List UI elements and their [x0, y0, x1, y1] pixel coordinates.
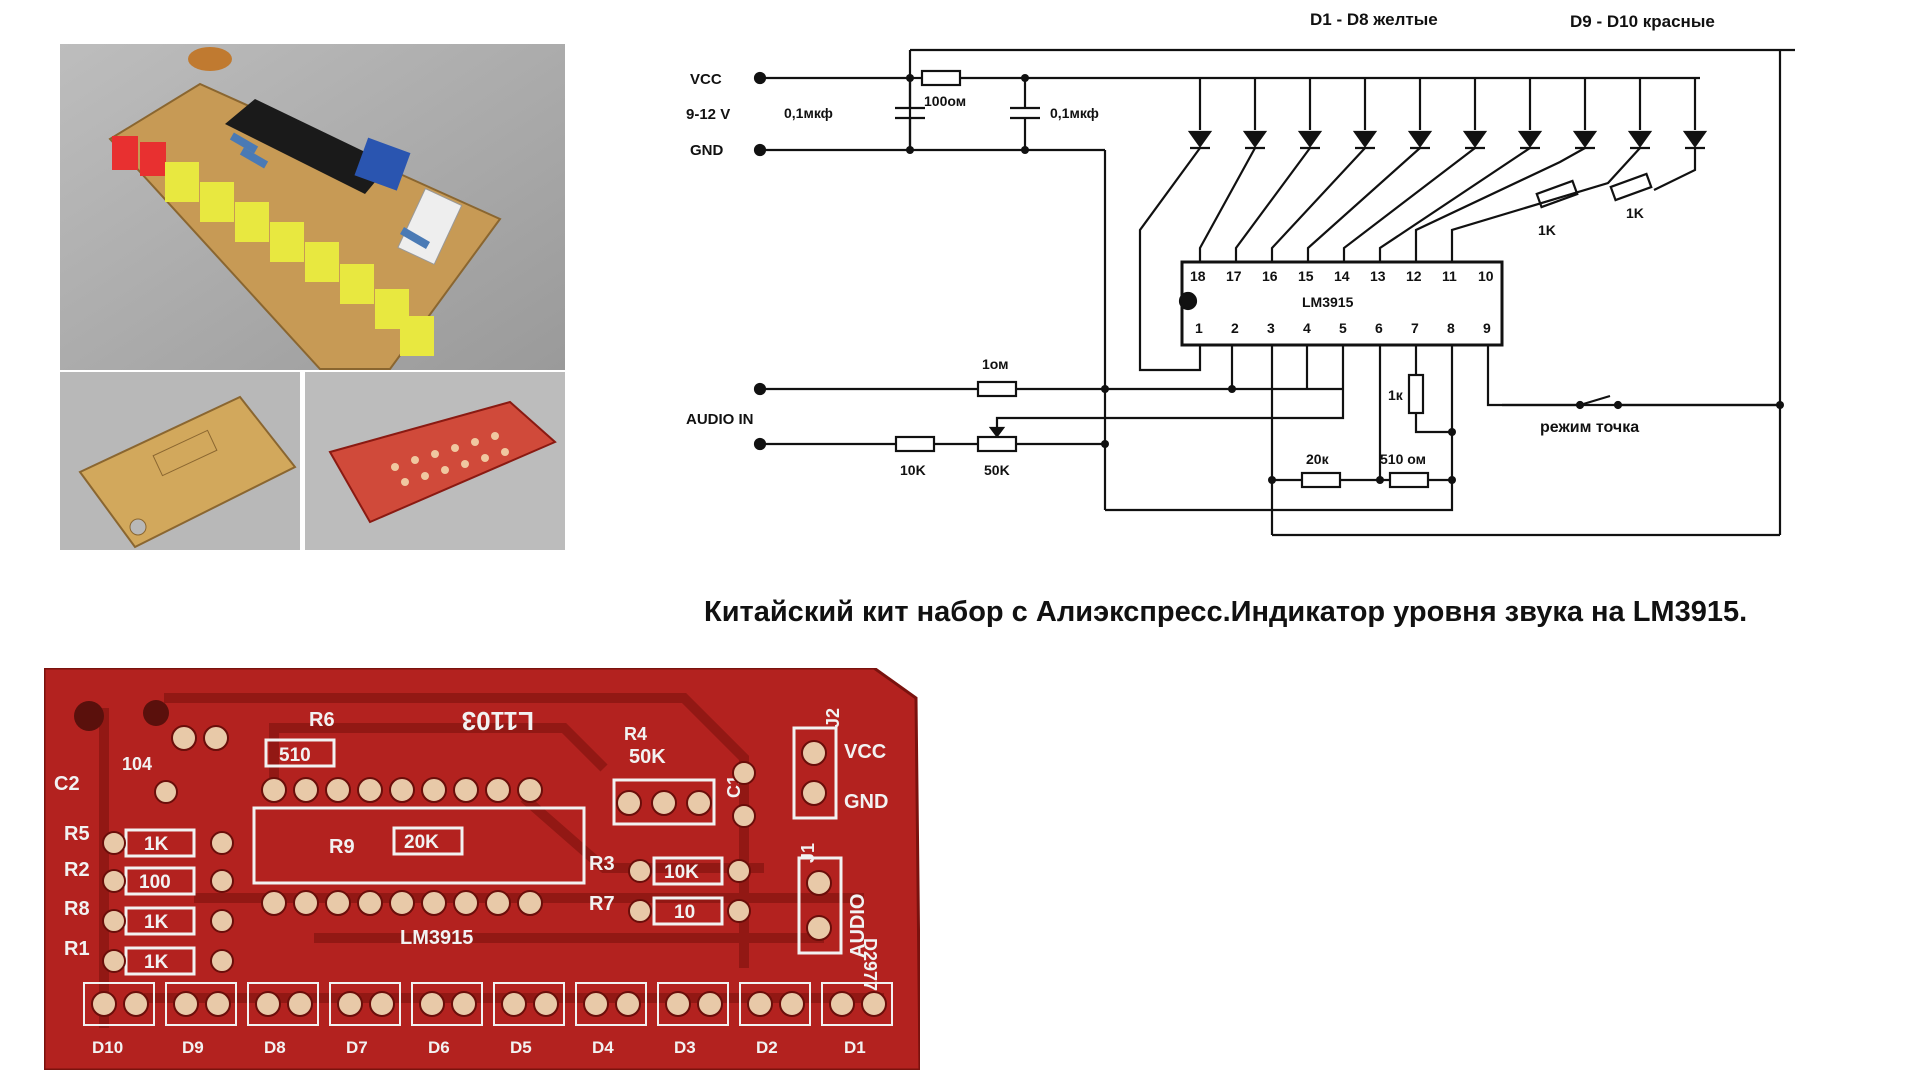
- pcb-c2: C2: [54, 773, 80, 795]
- pcb-r2: R2: [64, 859, 90, 881]
- res-10k-label: 10K: [900, 462, 926, 478]
- res-1k-b-label: 1K: [1626, 205, 1644, 221]
- pcb-j2: J2: [823, 708, 843, 728]
- res-510-label: 510 ом: [1380, 451, 1426, 467]
- pin-8: 8: [1447, 320, 1455, 336]
- pot-50k-label: 50K: [984, 462, 1010, 478]
- audio-in-label: AUDIO IN: [686, 411, 754, 428]
- pcb-led-d9: D9: [182, 1038, 204, 1057]
- pcb-led-d4: D4: [592, 1038, 614, 1057]
- red-led-1: [112, 136, 138, 170]
- pin-5: 5: [1339, 320, 1347, 336]
- pcb-j1: J1: [798, 843, 818, 863]
- pcb-r6: R6: [309, 709, 335, 731]
- pcb-led-d2: D2: [756, 1038, 778, 1057]
- pcb-r7-val: 10: [674, 902, 695, 923]
- res-1om-label: 1ом: [982, 356, 1009, 372]
- pcb-r3-val: 10K: [664, 862, 699, 883]
- pcb-led-d3: D3: [674, 1038, 696, 1057]
- pin-14: 14: [1334, 268, 1350, 284]
- yellow-led-8: [400, 316, 434, 356]
- pcb-vcc: VCC: [844, 741, 886, 763]
- pin-9: 9: [1483, 320, 1491, 336]
- pcb-marking: L1103: [462, 706, 534, 736]
- pcb-chip: LM3915: [400, 927, 473, 949]
- pcb-led-d8: D8: [264, 1038, 286, 1057]
- pin-7: 7: [1411, 320, 1419, 336]
- pcb-led-d1: D1: [844, 1038, 866, 1057]
- pcb-gnd: GND: [844, 791, 888, 813]
- pcb-audio: AUDIO: [847, 894, 869, 958]
- pcb-r9: R9: [329, 836, 355, 858]
- pcb-r3: R3: [589, 853, 615, 875]
- pin-3: 3: [1267, 320, 1275, 336]
- circuit-schematic: D1 - D8 желтые D9 - D10 красные VCC 9-12…: [660, 0, 1820, 545]
- voltage-label: 9-12 V: [686, 106, 730, 123]
- pin-11: 11: [1442, 268, 1457, 284]
- pin-16: 16: [1262, 268, 1278, 284]
- yellow-led-2: [200, 182, 234, 222]
- pcb-r6-val: 510: [279, 745, 311, 766]
- pin-1: 1: [1195, 320, 1203, 336]
- led-note-red: D9 - D10 красные: [1570, 12, 1715, 31]
- pcb-layout-photo: R6 L1103 R4 50K J2 VCC GND C2 104 C1 R5 …: [42, 666, 922, 1072]
- red-led-2: [140, 142, 166, 176]
- led-note-yellow: D1 - D8 желтые: [1310, 10, 1438, 29]
- pcb-r7: R7: [589, 893, 615, 915]
- chip-label: LM3915: [1302, 294, 1354, 310]
- pin-6: 6: [1375, 320, 1383, 336]
- pcb-r5-val: 1K: [144, 834, 169, 855]
- pcb-r2-val: 100: [139, 872, 171, 893]
- pin-15: 15: [1298, 268, 1314, 284]
- res-20k-label: 20к: [1306, 451, 1330, 467]
- pcb-led-d10: D10: [92, 1038, 123, 1057]
- pcb-top-photo: [60, 372, 300, 550]
- pcb-side-code: D2977: [860, 938, 880, 991]
- yellow-led-5: [305, 242, 339, 282]
- mode-label: режим точка: [1540, 419, 1639, 436]
- pin-13: 13: [1370, 268, 1386, 284]
- cap2-label: 0,1мкф: [1050, 105, 1099, 121]
- pin-18: 18: [1190, 268, 1206, 284]
- pcb-r4: R4: [624, 724, 647, 744]
- res-1k-c-label: 1к: [1388, 387, 1404, 403]
- pcb-r1-val: 1K: [144, 952, 169, 973]
- vcc-label: VCC: [690, 71, 722, 88]
- gnd-label: GND: [690, 142, 724, 159]
- pcb-led-d6: D6: [428, 1038, 450, 1057]
- pin-2: 2: [1231, 320, 1239, 336]
- res-1k-a-label: 1K: [1538, 222, 1556, 238]
- pcb-c2-val: 104: [122, 754, 152, 774]
- pcb-r9-val: 20K: [404, 832, 439, 853]
- pin-17: 17: [1226, 268, 1242, 284]
- yellow-led-1: [165, 162, 199, 202]
- yellow-led-3: [235, 202, 269, 242]
- pcb-r1: R1: [64, 938, 90, 960]
- assembled-kit-photo: [60, 44, 565, 370]
- pcb-led-d7: D7: [346, 1038, 368, 1057]
- yellow-led-6: [340, 264, 374, 304]
- pin-10: 10: [1478, 268, 1494, 284]
- cap1-label: 0,1мкф: [784, 105, 833, 121]
- pcb-r5: R5: [64, 823, 90, 845]
- pcb-bottom-photo: [305, 372, 565, 550]
- yellow-led-4: [270, 222, 304, 262]
- page-title: Китайский кит набор с Алиэкспресс.Индика…: [704, 596, 1748, 628]
- pcb-r4-val: 50K: [629, 746, 666, 768]
- res-100-label: 100ом: [924, 93, 966, 109]
- pcb-led-d5: D5: [510, 1038, 532, 1057]
- pcb-r8: R8: [64, 898, 90, 920]
- pin-12: 12: [1406, 268, 1422, 284]
- pcb-r8-val: 1K: [144, 912, 169, 933]
- pin-4: 4: [1303, 320, 1311, 336]
